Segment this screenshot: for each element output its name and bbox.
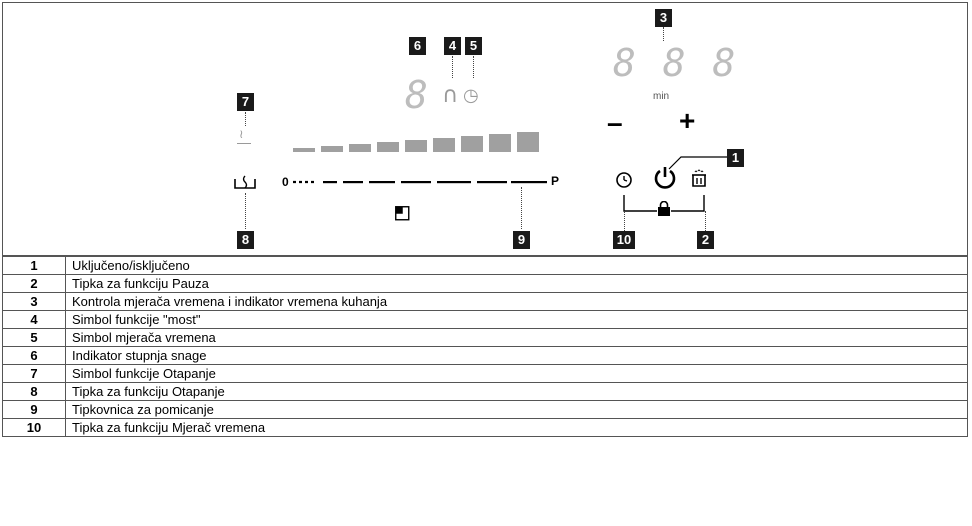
legend-number: 9 [2,400,66,419]
legend-text: Tipka za funkciju Mjerač vremena [65,418,968,437]
clock-icon[interactable] [615,171,633,189]
legend-number: 10 [2,418,66,437]
legend-number: 1 [2,256,66,275]
power-icon[interactable] [652,165,678,191]
callout-9: 9 [513,231,530,249]
power-level-bar [293,132,539,152]
legend-text: Simbol funkcije Otapanje [65,364,968,383]
timer-display: 8 8 8 [613,41,738,85]
defrost-key-icon[interactable] [233,173,259,191]
legend-text: Simbol mjerača vremena [65,328,968,347]
defrost-indicator-icon: ≀ [239,127,244,141]
legend-text: Tipkovnica za pomicanje [65,400,968,419]
legend-text: Simbol funkcije "most" [65,310,968,329]
legend-number: 4 [2,310,66,329]
legend-text: Tipka za funkciju Otapanje [65,382,968,401]
leader-4 [452,56,453,78]
leader-1 [668,156,727,170]
legend-number: 7 [2,364,66,383]
callout-4: 4 [444,37,461,55]
slider-track[interactable] [293,179,547,185]
slider-start-label: 0 [282,175,289,189]
legend-number: 5 [2,328,66,347]
leader-9 [521,187,522,229]
leader-5 [473,56,474,78]
legend-text: Uključeno/isključeno [65,256,968,275]
minus-button[interactable]: – [607,107,623,138]
legend-number: 3 [2,292,66,311]
legend-number: 6 [2,346,66,365]
callout-5: 5 [465,37,482,55]
callout-1: 1 [727,149,744,167]
callout-3: 3 [655,9,672,27]
defrost-indicator-base [237,143,251,144]
legend-text: Kontrola mjerača vremena i indikator vre… [65,292,968,311]
zone-indicator-icon [395,206,410,221]
power-level-display: 8 [405,73,428,117]
callout-6: 6 [409,37,426,55]
legend-number: 8 [2,382,66,401]
legend-text: Indikator stupnja snage [65,346,968,365]
timer-icon: ◷ [463,85,479,106]
legend-text: Tipka za funkciju Pauza [65,274,968,293]
callout-8: 8 [237,231,254,249]
callout-10: 10 [613,231,635,249]
slider-end-label: P [551,174,560,188]
callout-2: 2 [697,231,714,249]
timer-unit-label: min [653,91,670,102]
leader-2 [705,211,706,231]
leader-10 [624,211,625,231]
pause-icon[interactable] [689,167,709,189]
control-panel-diagram: 6 4 5 8 ∩ ◷ 3 8 8 8 min – + 7 ≀ 8 0 [2,2,968,256]
bridge-function-icon: ∩ [442,83,459,108]
leader-7 [245,112,246,126]
callout-7: 7 [237,93,254,111]
lock-icon [658,201,670,216]
leader-3 [663,27,664,41]
legend-number: 2 [2,274,66,293]
plus-button[interactable]: + [679,105,696,136]
leader-8 [245,193,246,229]
